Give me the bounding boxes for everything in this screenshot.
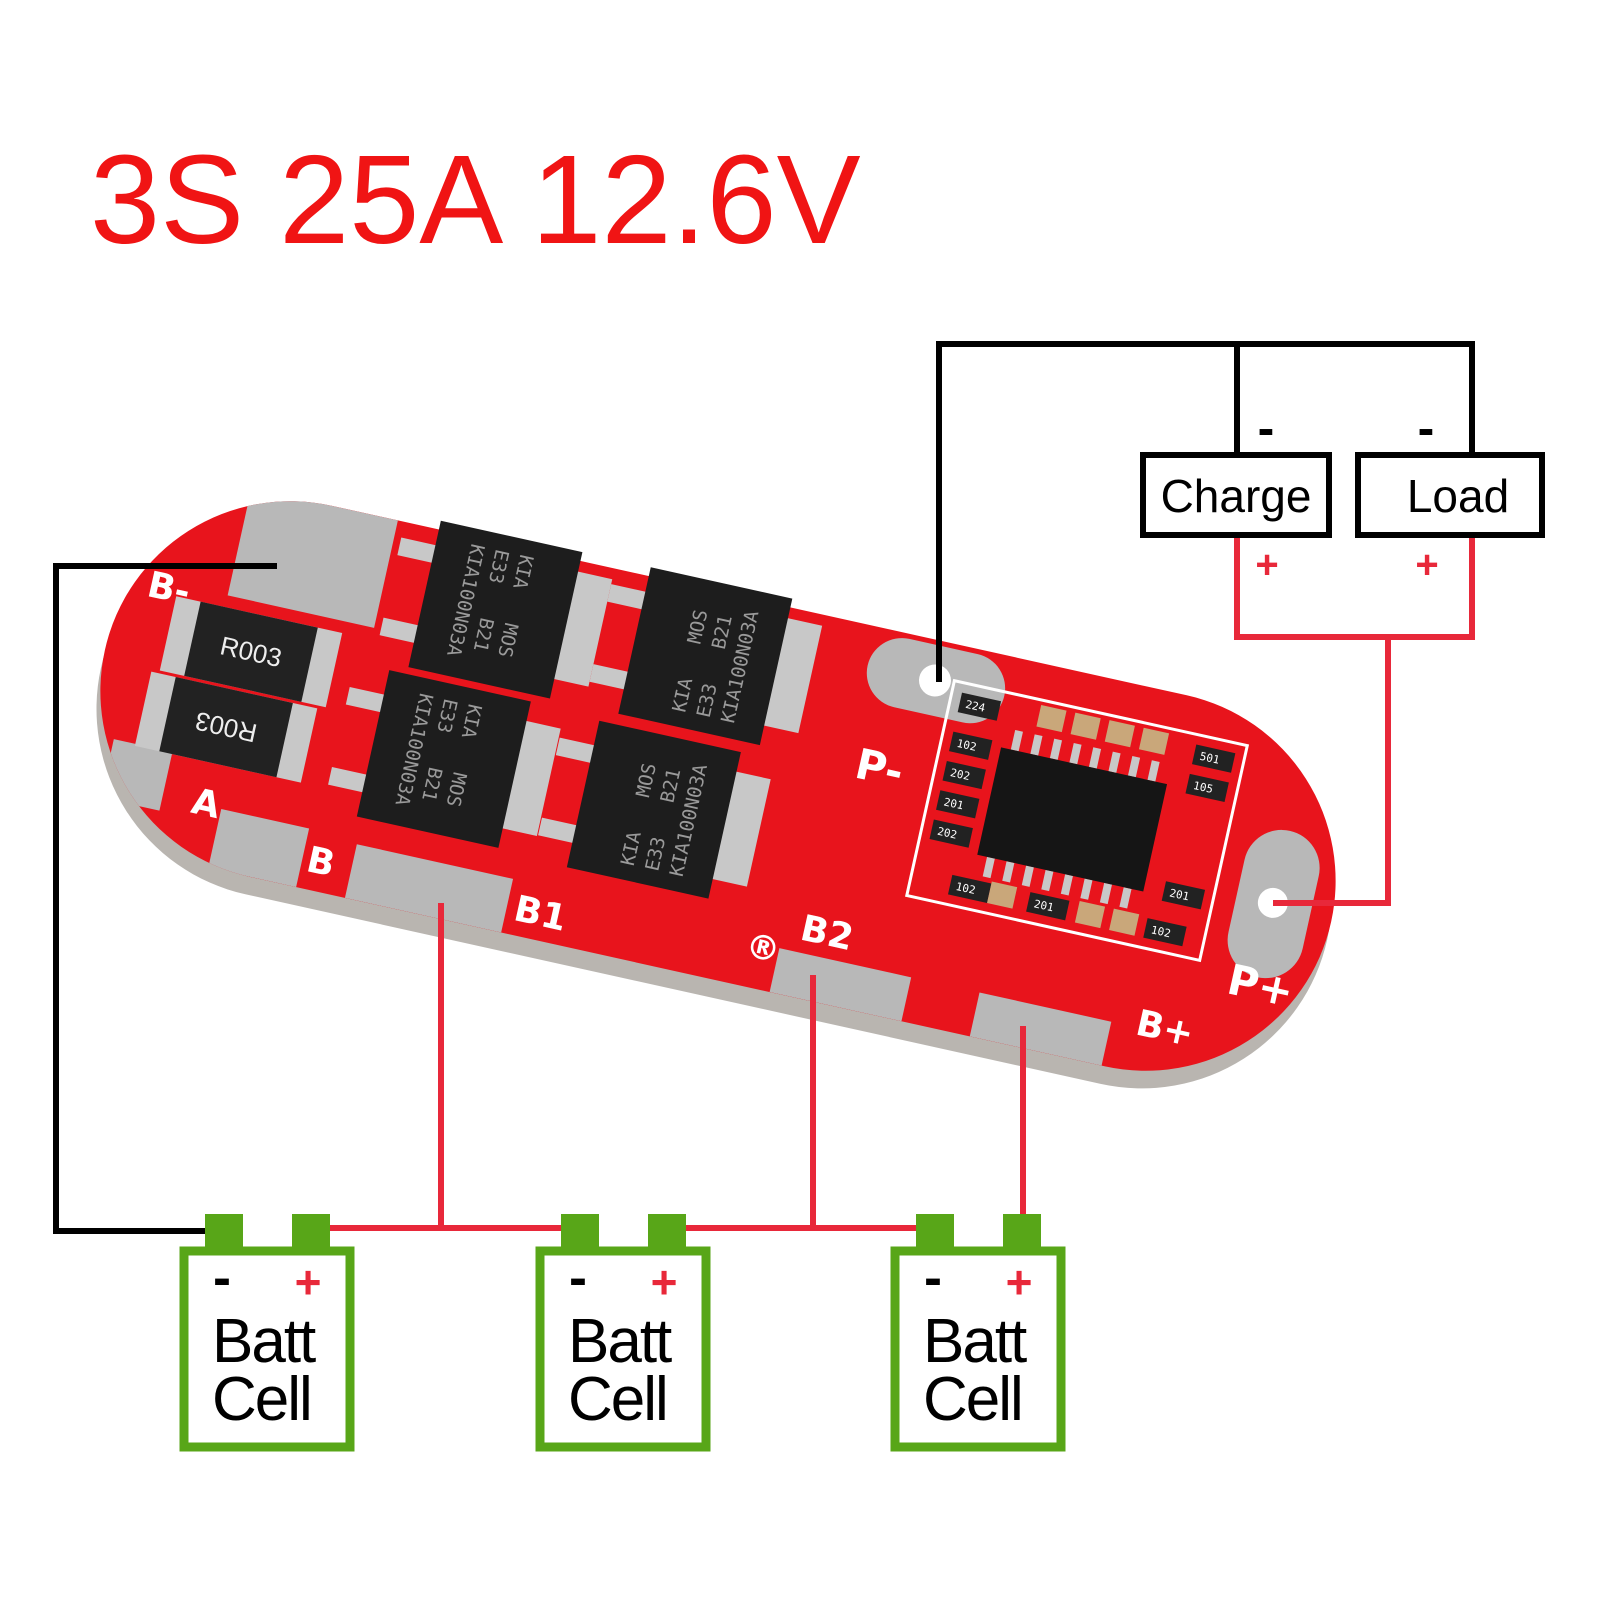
cell-body: [890, 1246, 1066, 1452]
protection-ic: 224 102 202 201 202 501 105 201 102 201 …: [904, 678, 1250, 963]
svg-text:224: 224: [964, 698, 987, 715]
cell-minus-sign: -: [924, 1248, 942, 1308]
shunt-resistor: R003: [134, 671, 318, 783]
cell-label-line1: Batt: [212, 1307, 316, 1376]
svg-text:102: 102: [956, 737, 978, 754]
charge-plus-sign: +: [1255, 543, 1278, 587]
label-p-minus: P-: [851, 739, 908, 797]
cell-positive-terminal: [648, 1214, 686, 1250]
load-label: Load: [1407, 470, 1509, 522]
cell-positive-terminal: [292, 1214, 330, 1250]
cell-body: [535, 1246, 711, 1452]
svg-text:201: 201: [943, 795, 965, 812]
pad-b-minus: [227, 487, 398, 628]
svg-text:501: 501: [1198, 750, 1220, 767]
shunt-resistor: R003: [159, 596, 343, 708]
cell-plus-sign: +: [651, 1256, 678, 1308]
load-terminal: Load - +: [1355, 400, 1545, 587]
mosfet: KIA MOS E33 B21 KIA100N03A: [538, 720, 771, 899]
mosfet: KIA MOS E33 B21 KIA100N03A: [328, 670, 561, 848]
wire-p-minus-to-load: [936, 341, 1475, 682]
pad-b2: [769, 948, 912, 1022]
cell-plus-sign: +: [295, 1256, 322, 1308]
svg-text:201: 201: [1168, 886, 1190, 903]
cell-plus-sign: +: [1006, 1256, 1033, 1308]
load-plus-sign: +: [1415, 543, 1438, 587]
label-b-minus: B-: [144, 564, 194, 613]
label-registered: ®: [742, 925, 784, 971]
cell-label-line2: Cell: [212, 1365, 311, 1434]
cell-negative-terminal: [205, 1214, 243, 1250]
negative-wires: [53, 341, 1475, 1234]
svg-text:105: 105: [1192, 779, 1214, 796]
cell-negative-terminal: [916, 1214, 954, 1250]
page-title: 3S 25A 12.6V: [90, 129, 861, 270]
svg-text:202: 202: [936, 825, 958, 842]
cell-label-line2: Cell: [923, 1365, 1022, 1434]
cell-positive-terminal: [1003, 1214, 1041, 1250]
mosfet: KIA MOS E33 B21 KIA100N03A: [379, 520, 613, 699]
wire-b-minus-to-cell1: [53, 563, 277, 1234]
cell-body: [179, 1246, 355, 1452]
p-minus-hole: [918, 664, 951, 697]
charge-minus-sign: -: [1258, 400, 1275, 456]
cell-minus-sign: -: [213, 1248, 231, 1308]
charge-label: Charge: [1161, 470, 1312, 522]
cell-negative-terminal: [561, 1214, 599, 1250]
p-plus-hole: [1257, 887, 1288, 918]
mosfet: KIA MOS E33 B21 KIA100N03A: [589, 567, 823, 746]
positive-wires: [330, 538, 1475, 1231]
smd-components: 224 102 202 201 202 501 105 201 102 201 …: [929, 692, 1236, 947]
svg-text:102: 102: [1150, 923, 1172, 940]
svg-text:102: 102: [955, 880, 977, 897]
charge-terminal: Charge - +: [1140, 400, 1332, 587]
svg-text:201: 201: [1033, 897, 1055, 914]
cell-label-line1: Batt: [568, 1307, 672, 1376]
pad-b1: [344, 844, 514, 933]
pcb-board: R003 R003 KIA MOS E33 B21 KIA100N03A KIA…: [96, 487, 1336, 1089]
wire-p-plus: [1273, 637, 1391, 906]
cell-minus-sign: -: [569, 1248, 587, 1308]
wire-charge-load-plus: [1234, 538, 1475, 640]
pad-b-plus: [969, 992, 1112, 1066]
load-minus-sign: -: [1418, 400, 1435, 456]
cell-label-line1: Batt: [923, 1307, 1027, 1376]
svg-text:202: 202: [949, 766, 971, 783]
cell-label-line2: Cell: [568, 1365, 667, 1434]
pad-b: [208, 809, 310, 888]
